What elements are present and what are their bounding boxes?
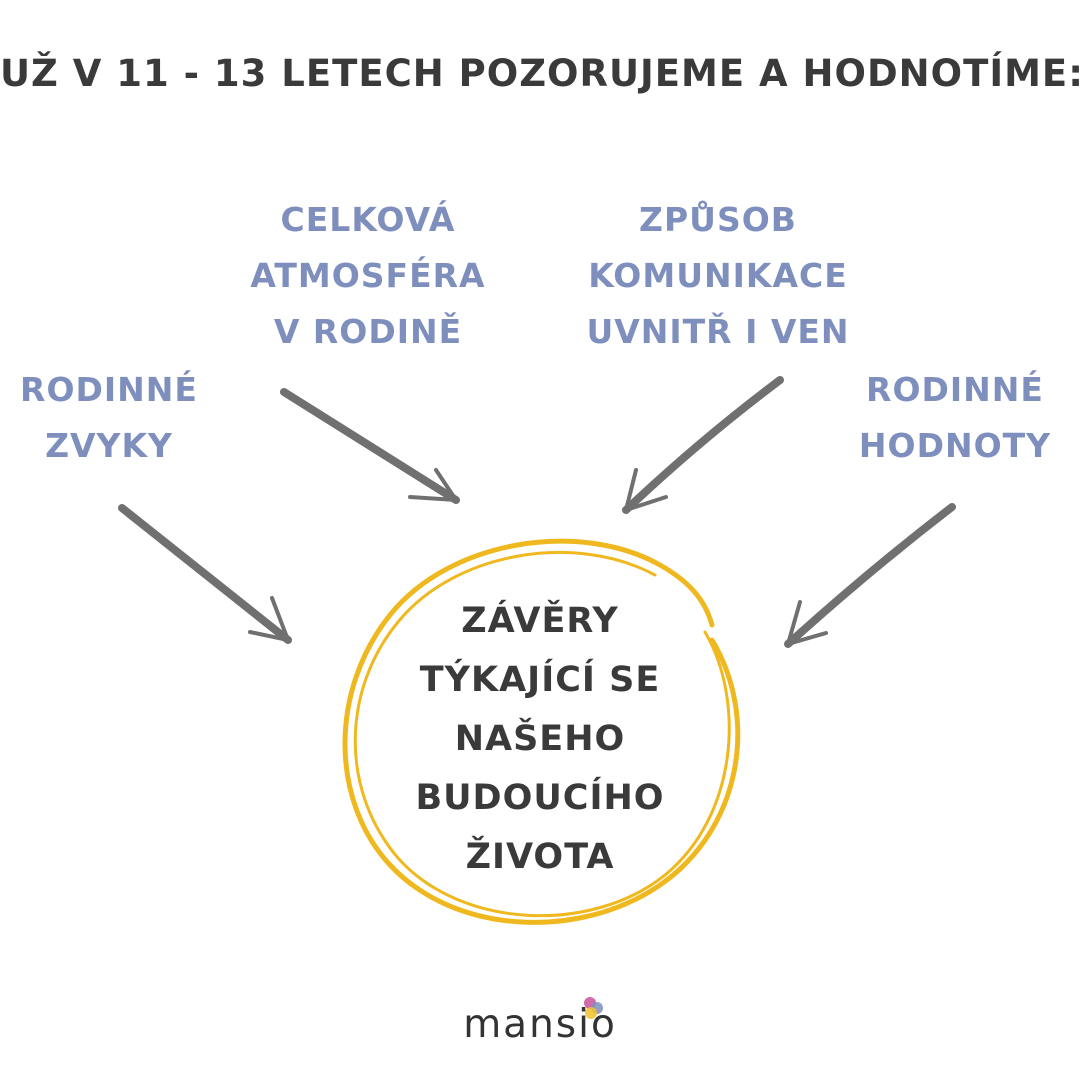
node-rodinne-hodnoty: RODINNÉ HODNOTY <box>846 362 1064 474</box>
arrow-komunikace <box>622 376 784 514</box>
arrow-shaft <box>280 388 460 504</box>
node-line: KOMUNIKACE <box>588 256 848 295</box>
center-line: BUDOUCÍHO <box>415 778 665 818</box>
page-title: UŽ V 11 - 13 LETECH POZORUJEME A HODNOTÍ… <box>0 52 1080 95</box>
arrow-shaft <box>118 504 292 644</box>
circle-stroke-second <box>353 551 731 918</box>
node-line: RODINNÉ <box>866 370 1044 409</box>
node-line: CELKOVÁ <box>280 200 456 239</box>
arrow-hodnoty <box>784 503 956 648</box>
node-line: HODNOTY <box>858 426 1052 465</box>
arrow-head <box>785 600 828 647</box>
center-conclusion: ZÁVĚRY TÝKAJÍCÍ SE NAŠEHO BUDOUCÍHO ŽIVO… <box>360 592 720 887</box>
node-line: ZVYKY <box>45 426 173 465</box>
node-line: UVNITŘ I VEN <box>586 312 850 351</box>
node-line: V RODINĚ <box>273 312 463 351</box>
logo-dot <box>585 1007 597 1019</box>
arrow-head <box>623 468 668 514</box>
node-celkova-atmosfera: CELKOVÁ ATMOSFÉRA V RODINĚ <box>218 192 518 360</box>
center-line: TÝKAJÍCÍ SE <box>419 660 661 700</box>
logo-text: mansio <box>463 1002 617 1047</box>
node-rodinne-zvyky: RODINNÉ ZVYKY <box>0 362 218 474</box>
arrow-atmosfera <box>280 388 460 504</box>
center-line: NAŠEHO <box>454 719 626 759</box>
node-line: RODINNÉ <box>20 370 198 409</box>
arrow-head <box>248 596 292 643</box>
brand-logo: mansio <box>440 996 640 1056</box>
node-zpusob-komunikace: ZPŮSOB KOMUNIKACE UVNITŘ I VEN <box>568 192 868 360</box>
arrow-zvyky <box>118 504 292 644</box>
arrow-head <box>408 468 460 503</box>
arrow-shaft <box>622 376 784 514</box>
arrow-shaft <box>784 503 956 648</box>
logo-dots-icon <box>584 997 603 1019</box>
center-circle <box>342 538 741 925</box>
node-line: ZPŮSOB <box>639 200 797 239</box>
circle-stroke-main <box>342 538 741 925</box>
node-line: ATMOSFÉRA <box>250 256 486 295</box>
center-line: ZÁVĚRY <box>461 601 619 641</box>
center-line: ŽIVOTA <box>465 837 615 877</box>
